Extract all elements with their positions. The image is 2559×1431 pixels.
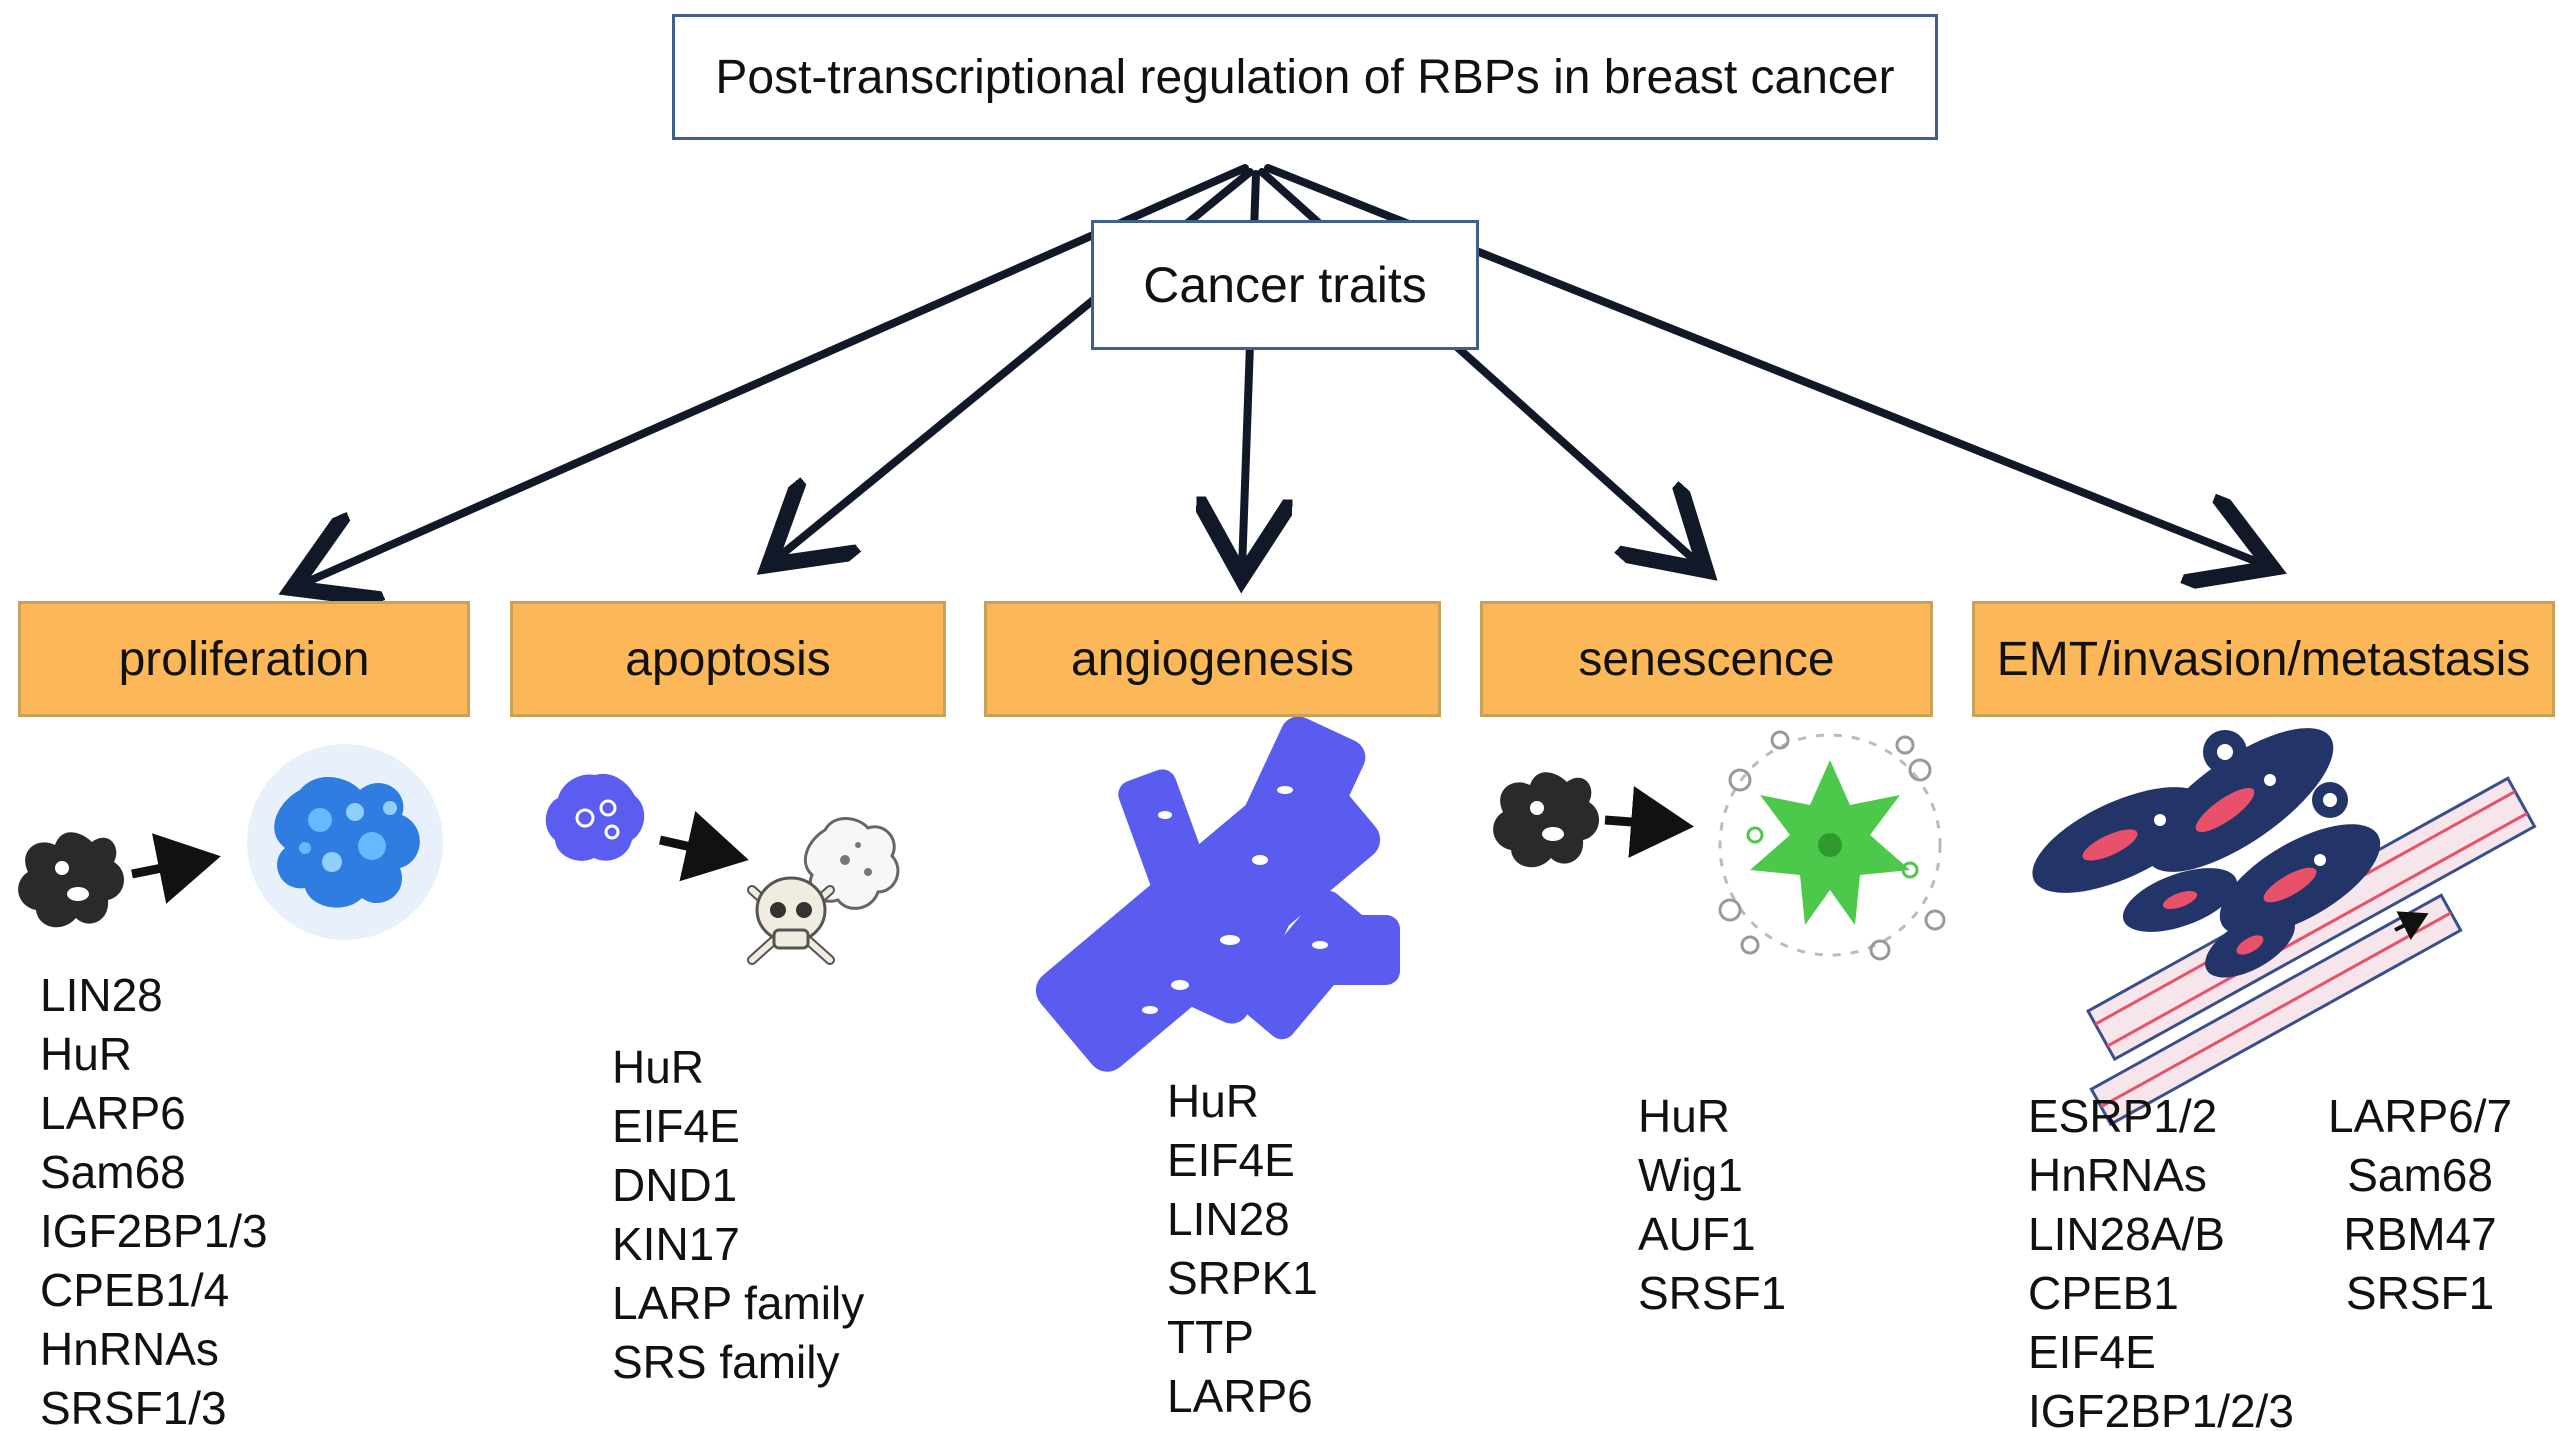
gene-item: IGF2BP1/3 xyxy=(40,1205,268,1257)
dark-cell-mouth xyxy=(1542,827,1564,841)
trait-box-emt: EMT/invasion/metastasis xyxy=(1972,601,2555,717)
blood-vessel-icon xyxy=(1035,716,1400,1072)
gene-item: LARP6 xyxy=(1167,1370,1313,1422)
cell-vesicle xyxy=(346,803,364,821)
trait-box-angiogenesis: angiogenesis xyxy=(984,601,1441,717)
trait-label: proliferation xyxy=(118,632,370,686)
arrow-icon xyxy=(1604,786,1694,858)
dark-cell-mouth xyxy=(67,887,89,901)
gene-item: CPEB1 xyxy=(2028,1267,2179,1319)
arrow-icon xyxy=(131,833,221,904)
gene-item: TTP xyxy=(1167,1311,1254,1363)
gene-item: EIF4E xyxy=(1167,1134,1295,1186)
dark-cell-icon xyxy=(18,832,125,928)
cell-vesicle xyxy=(308,808,332,832)
gene-item: SRS family xyxy=(612,1336,840,1388)
trait-label: apoptosis xyxy=(625,632,831,686)
gene-item: SRSF1/3 xyxy=(40,1382,227,1431)
trait-box-apoptosis: apoptosis xyxy=(510,601,946,717)
gene-item: LIN28 xyxy=(40,969,163,1021)
gene-list-emt-right: LARP6/7 Sam68 RBM47 SRSF1 xyxy=(2328,1087,2512,1323)
cell-spot xyxy=(599,799,617,817)
senescent-cell-icon xyxy=(1718,730,1946,961)
gene-list-senescence: HuR Wig1 AUF1 SRSF1 xyxy=(1638,1087,1786,1323)
proliferation-icons xyxy=(18,744,443,940)
gene-item: HuR xyxy=(1167,1075,1260,1127)
gene-list-emt-left: ESRP1/2 HnRNAs LIN28A/B CPEB1 EIF4E IGF2… xyxy=(2028,1087,2294,1431)
cell-spot xyxy=(575,808,595,828)
skull-crossbones-icon xyxy=(747,876,835,965)
purple-cell-icon xyxy=(545,773,645,861)
cell-spot xyxy=(604,824,620,840)
gene-item: SRSF1 xyxy=(1638,1267,1787,1319)
gene-item: HnRNAs xyxy=(40,1323,219,1375)
arrow-to-proliferation xyxy=(300,164,1249,585)
arrow-icon xyxy=(659,811,749,882)
trait-label: angiogenesis xyxy=(1071,632,1354,686)
senescence-icons xyxy=(1493,730,1946,961)
dark-cell-eye-left xyxy=(55,861,69,875)
debris-dot xyxy=(840,855,850,865)
apoptosis-icons xyxy=(545,773,900,965)
cancer-traits-text: Cancer traits xyxy=(1143,257,1427,313)
gene-item: DND1 xyxy=(612,1159,738,1211)
gene-item: Wig1 xyxy=(1638,1149,1743,1201)
metastatic-cells-icon xyxy=(2032,728,2381,978)
gene-list-apoptosis: HuR EIF4E DND1 KIN17 LARP family SRS fam… xyxy=(612,1038,864,1392)
debris-dot xyxy=(864,868,872,876)
gene-item: LIN28A/B xyxy=(2028,1208,2225,1260)
gene-item: EIF4E xyxy=(612,1100,740,1152)
gene-list-angiogenesis: HuR EIF4E LIN28 SRPK1 TTP LARP6 xyxy=(1167,1072,1318,1426)
gene-item: LARP family xyxy=(612,1277,865,1329)
cell-vesicle xyxy=(383,801,397,815)
gene-item: HuR xyxy=(40,1028,133,1080)
trait-box-proliferation: proliferation xyxy=(18,601,470,717)
gene-item: SRPK1 xyxy=(1167,1252,1318,1304)
dark-cell-icon xyxy=(1493,772,1600,868)
gene-item: HuR xyxy=(612,1041,705,1093)
gene-item: AUF1 xyxy=(1638,1208,1756,1260)
cell-vesicle xyxy=(299,842,311,854)
gene-item: HnRNAs xyxy=(2028,1149,2207,1201)
cell-vesicle xyxy=(322,852,342,872)
gene-item: IGF2BP1/2/3 xyxy=(2028,1385,2294,1431)
trait-label: senescence xyxy=(1578,632,1835,686)
gene-item: Sam68 xyxy=(40,1146,186,1198)
gene-item: EIF4E xyxy=(2028,1326,2156,1378)
gene-item: LIN28 xyxy=(1167,1193,1290,1245)
trait-box-senescence: senescence xyxy=(1480,601,1933,717)
gene-item: LARP6/7 xyxy=(2328,1090,2513,1142)
gene-item: LARP6 xyxy=(40,1087,186,1139)
emt-icons xyxy=(2032,728,2537,1127)
arrow-icon xyxy=(2394,911,2429,941)
debris-dot xyxy=(855,842,861,848)
gene-item: HuR xyxy=(1638,1090,1731,1142)
gene-item: KIN17 xyxy=(612,1218,740,1270)
dark-cell-eye xyxy=(1530,801,1544,815)
gene-item: RBM47 xyxy=(2343,1208,2497,1260)
gene-item: SRSF1 xyxy=(2345,1267,2495,1319)
gene-item: CPEB1/4 xyxy=(40,1264,230,1316)
title-text: Post-transcriptional regulation of RBPs … xyxy=(715,50,1895,104)
trait-label: EMT/invasion/metastasis xyxy=(1996,632,2531,686)
cell-vesicle xyxy=(358,832,386,860)
gene-item: Sam68 xyxy=(2347,1149,2493,1201)
gene-item: ESRP1/2 xyxy=(2028,1090,2218,1142)
gene-list-proliferation: LIN28 HuR LARP6 Sam68 IGF2BP1/3 CPEB1/4 … xyxy=(40,966,268,1431)
title-box: Post-transcriptional regulation of RBPs … xyxy=(672,14,1938,140)
cancer-traits-box: Cancer traits xyxy=(1091,220,1479,350)
